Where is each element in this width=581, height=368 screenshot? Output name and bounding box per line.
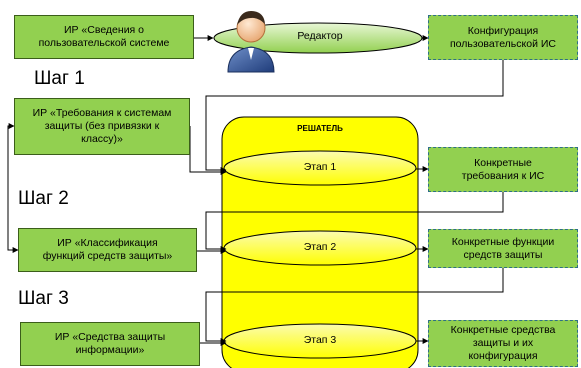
stage-2-label: Этап 2 xyxy=(303,241,337,253)
ir-system-info-box: ИР «Сведения о пользовательской системе xyxy=(14,15,194,59)
arrow-req-to-stage1 xyxy=(189,126,227,175)
concrete-requirements-box: Конкретные требования к ИС xyxy=(428,147,578,192)
editor-label: Редактор xyxy=(297,30,343,42)
stage-3-label: Этап 3 xyxy=(303,334,337,346)
user-icon xyxy=(227,11,275,73)
step-2-label: Шаг 2 xyxy=(18,188,69,209)
config-user-is-box: Конфигурация пользовательской ИС xyxy=(428,15,578,60)
step-1-label: Шаг 1 xyxy=(34,68,85,89)
concrete-tools-box: Конкретные средства защиты и их конфигур… xyxy=(428,320,578,367)
arrow-reqresult-to-stage2 xyxy=(205,192,504,252)
ir-classification-box: ИР «Классификация функций средств защиты… xyxy=(18,228,197,272)
concrete-functions-box: Конкретные функции средств защиты xyxy=(428,229,578,268)
arrow-config-to-stage1 xyxy=(205,60,504,173)
solver-title: РЕШАТЕЛЬ xyxy=(297,124,343,133)
ir-requirements-box: ИР «Требования к системам защиты (без пр… xyxy=(14,98,190,155)
ir-protection-tools-box: ИР «Средства защиты информации» xyxy=(20,322,200,366)
arrow-functions-to-stage3 xyxy=(205,268,504,344)
stage-1-label: Этап 1 xyxy=(303,161,337,173)
connectors xyxy=(7,35,504,346)
step-3-label: Шаг 3 xyxy=(18,288,69,309)
